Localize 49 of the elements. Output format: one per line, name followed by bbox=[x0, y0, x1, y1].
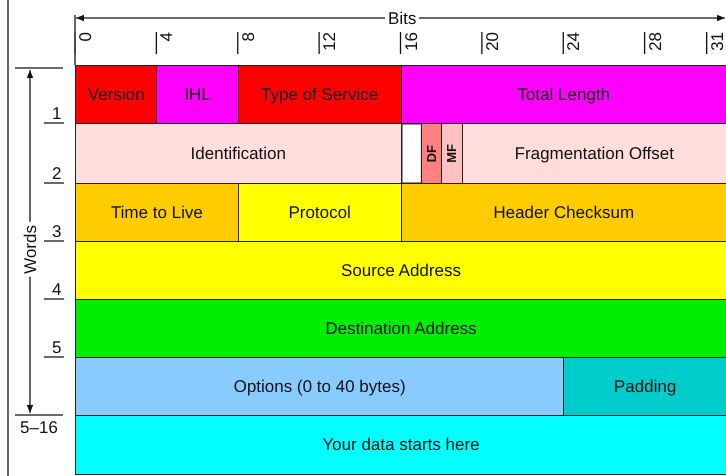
bit-number: 16 bbox=[402, 32, 420, 51]
word-number: 3 bbox=[52, 223, 62, 240]
bit-number: 28 bbox=[646, 32, 664, 51]
header-field-box bbox=[238, 65, 402, 124]
word-number: 2 bbox=[52, 165, 62, 182]
field-name: Source Address bbox=[340, 260, 461, 280]
bit-number: 31 bbox=[708, 32, 726, 51]
field-name: Destination Address bbox=[325, 318, 477, 338]
header-field-box bbox=[400, 65, 726, 124]
header-field-box bbox=[563, 357, 726, 416]
bit-number: 20 bbox=[484, 32, 501, 51]
bit-number: 0 bbox=[77, 32, 94, 42]
axis-label: Words bbox=[22, 222, 39, 277]
field-name: Options (0 to 40 bytes) bbox=[234, 376, 406, 396]
word-number: 1 bbox=[52, 105, 62, 122]
header-field-box bbox=[75, 183, 239, 242]
field-name: Total Length bbox=[517, 84, 610, 104]
field-name: Header Checksum bbox=[493, 202, 634, 222]
bit-number: 8 bbox=[240, 32, 257, 42]
field-name: IHL bbox=[184, 84, 211, 104]
field-name: Protocol bbox=[288, 202, 351, 222]
flag-box bbox=[441, 123, 463, 184]
field-name: DF bbox=[424, 144, 440, 162]
word-number: 5 bbox=[52, 339, 62, 356]
field-name: Type of Service bbox=[261, 84, 378, 104]
header-field-box bbox=[238, 183, 402, 242]
field-name: Padding bbox=[614, 376, 676, 396]
reserved-bit-box bbox=[400, 123, 422, 184]
field-name: MF bbox=[444, 144, 460, 163]
header-field-box bbox=[75, 415, 726, 475]
field-name: Time to Live bbox=[110, 202, 203, 222]
field-name: Your data starts here bbox=[322, 435, 480, 455]
header-field-box bbox=[156, 65, 239, 124]
bit-number: 24 bbox=[565, 32, 582, 51]
header-field-box bbox=[75, 65, 158, 124]
header-field-box bbox=[75, 299, 726, 358]
word-number: 5–16 bbox=[20, 419, 58, 436]
header-field-box bbox=[462, 123, 726, 184]
field-name: Fragmentation Offset bbox=[514, 144, 674, 164]
axis-label: Bits bbox=[385, 10, 420, 27]
header-field-box bbox=[400, 183, 726, 242]
field-name: Version bbox=[88, 84, 145, 104]
bit-number: 4 bbox=[158, 32, 176, 42]
header-field-box bbox=[75, 241, 726, 300]
bit-number: 12 bbox=[321, 32, 338, 51]
field-name: Identification bbox=[190, 144, 286, 164]
header-field-box bbox=[75, 357, 564, 416]
word-number: 4 bbox=[52, 281, 62, 298]
header-field-box bbox=[75, 123, 402, 184]
